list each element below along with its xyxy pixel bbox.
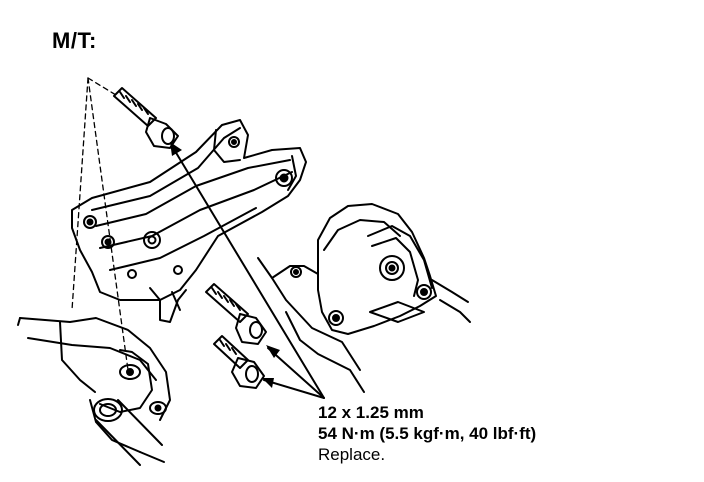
mount-bracket	[71, 119, 307, 323]
transmission-housing	[17, 317, 171, 466]
bolt-size-label: 12 x 1.25 mm	[318, 403, 424, 422]
middle-bolt	[205, 283, 267, 345]
replace-note: Replace.	[318, 445, 386, 464]
engine-mount	[257, 203, 471, 393]
arrowheads	[170, 142, 280, 388]
torque-callout: 12 x 1.25 mm 54 N·m (5.5 kgf·m, 40 lbf·f…	[318, 402, 536, 465]
torque-spec-label: 54 N·m (5.5 kgf·m, 40 lbf·ft)	[318, 424, 537, 443]
page-title: M/T:	[52, 28, 97, 53]
lower-bolt	[213, 335, 265, 389]
leader-lines	[171, 145, 325, 399]
upper-bolt	[113, 87, 179, 149]
